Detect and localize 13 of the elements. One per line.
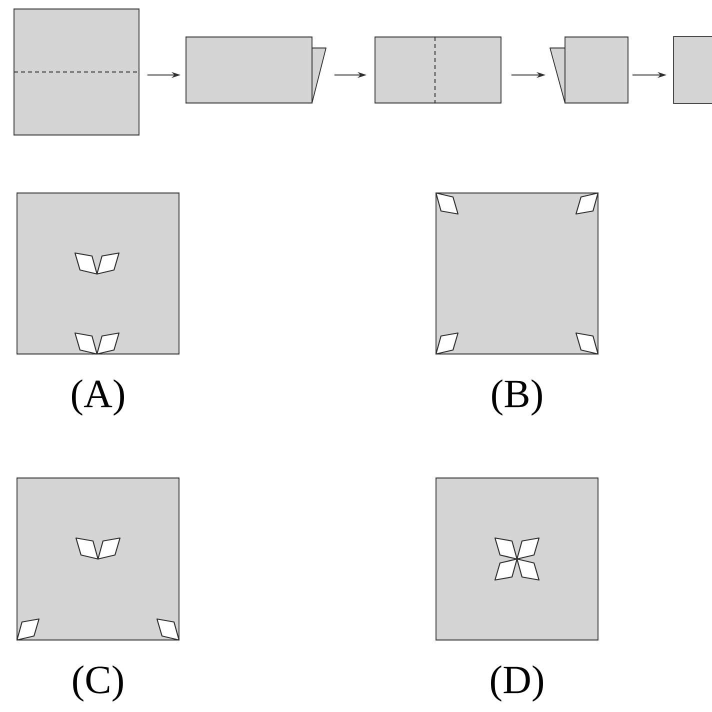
- option-label: (D): [491, 665, 543, 702]
- folded-paper: [550, 36, 628, 104]
- paper-square: [436, 478, 598, 640]
- folded-paper: [186, 36, 326, 104]
- paper-square: [436, 192, 598, 354]
- paper-square: [16, 478, 180, 640]
- paper-square: [16, 192, 180, 354]
- folded-paper: [673, 36, 712, 104]
- option-label: (C): [73, 665, 123, 702]
- folded-paper: [374, 36, 502, 104]
- option-label: (B): [492, 379, 542, 416]
- paper-sheet: [14, 8, 140, 136]
- option-label: (A): [72, 379, 124, 416]
